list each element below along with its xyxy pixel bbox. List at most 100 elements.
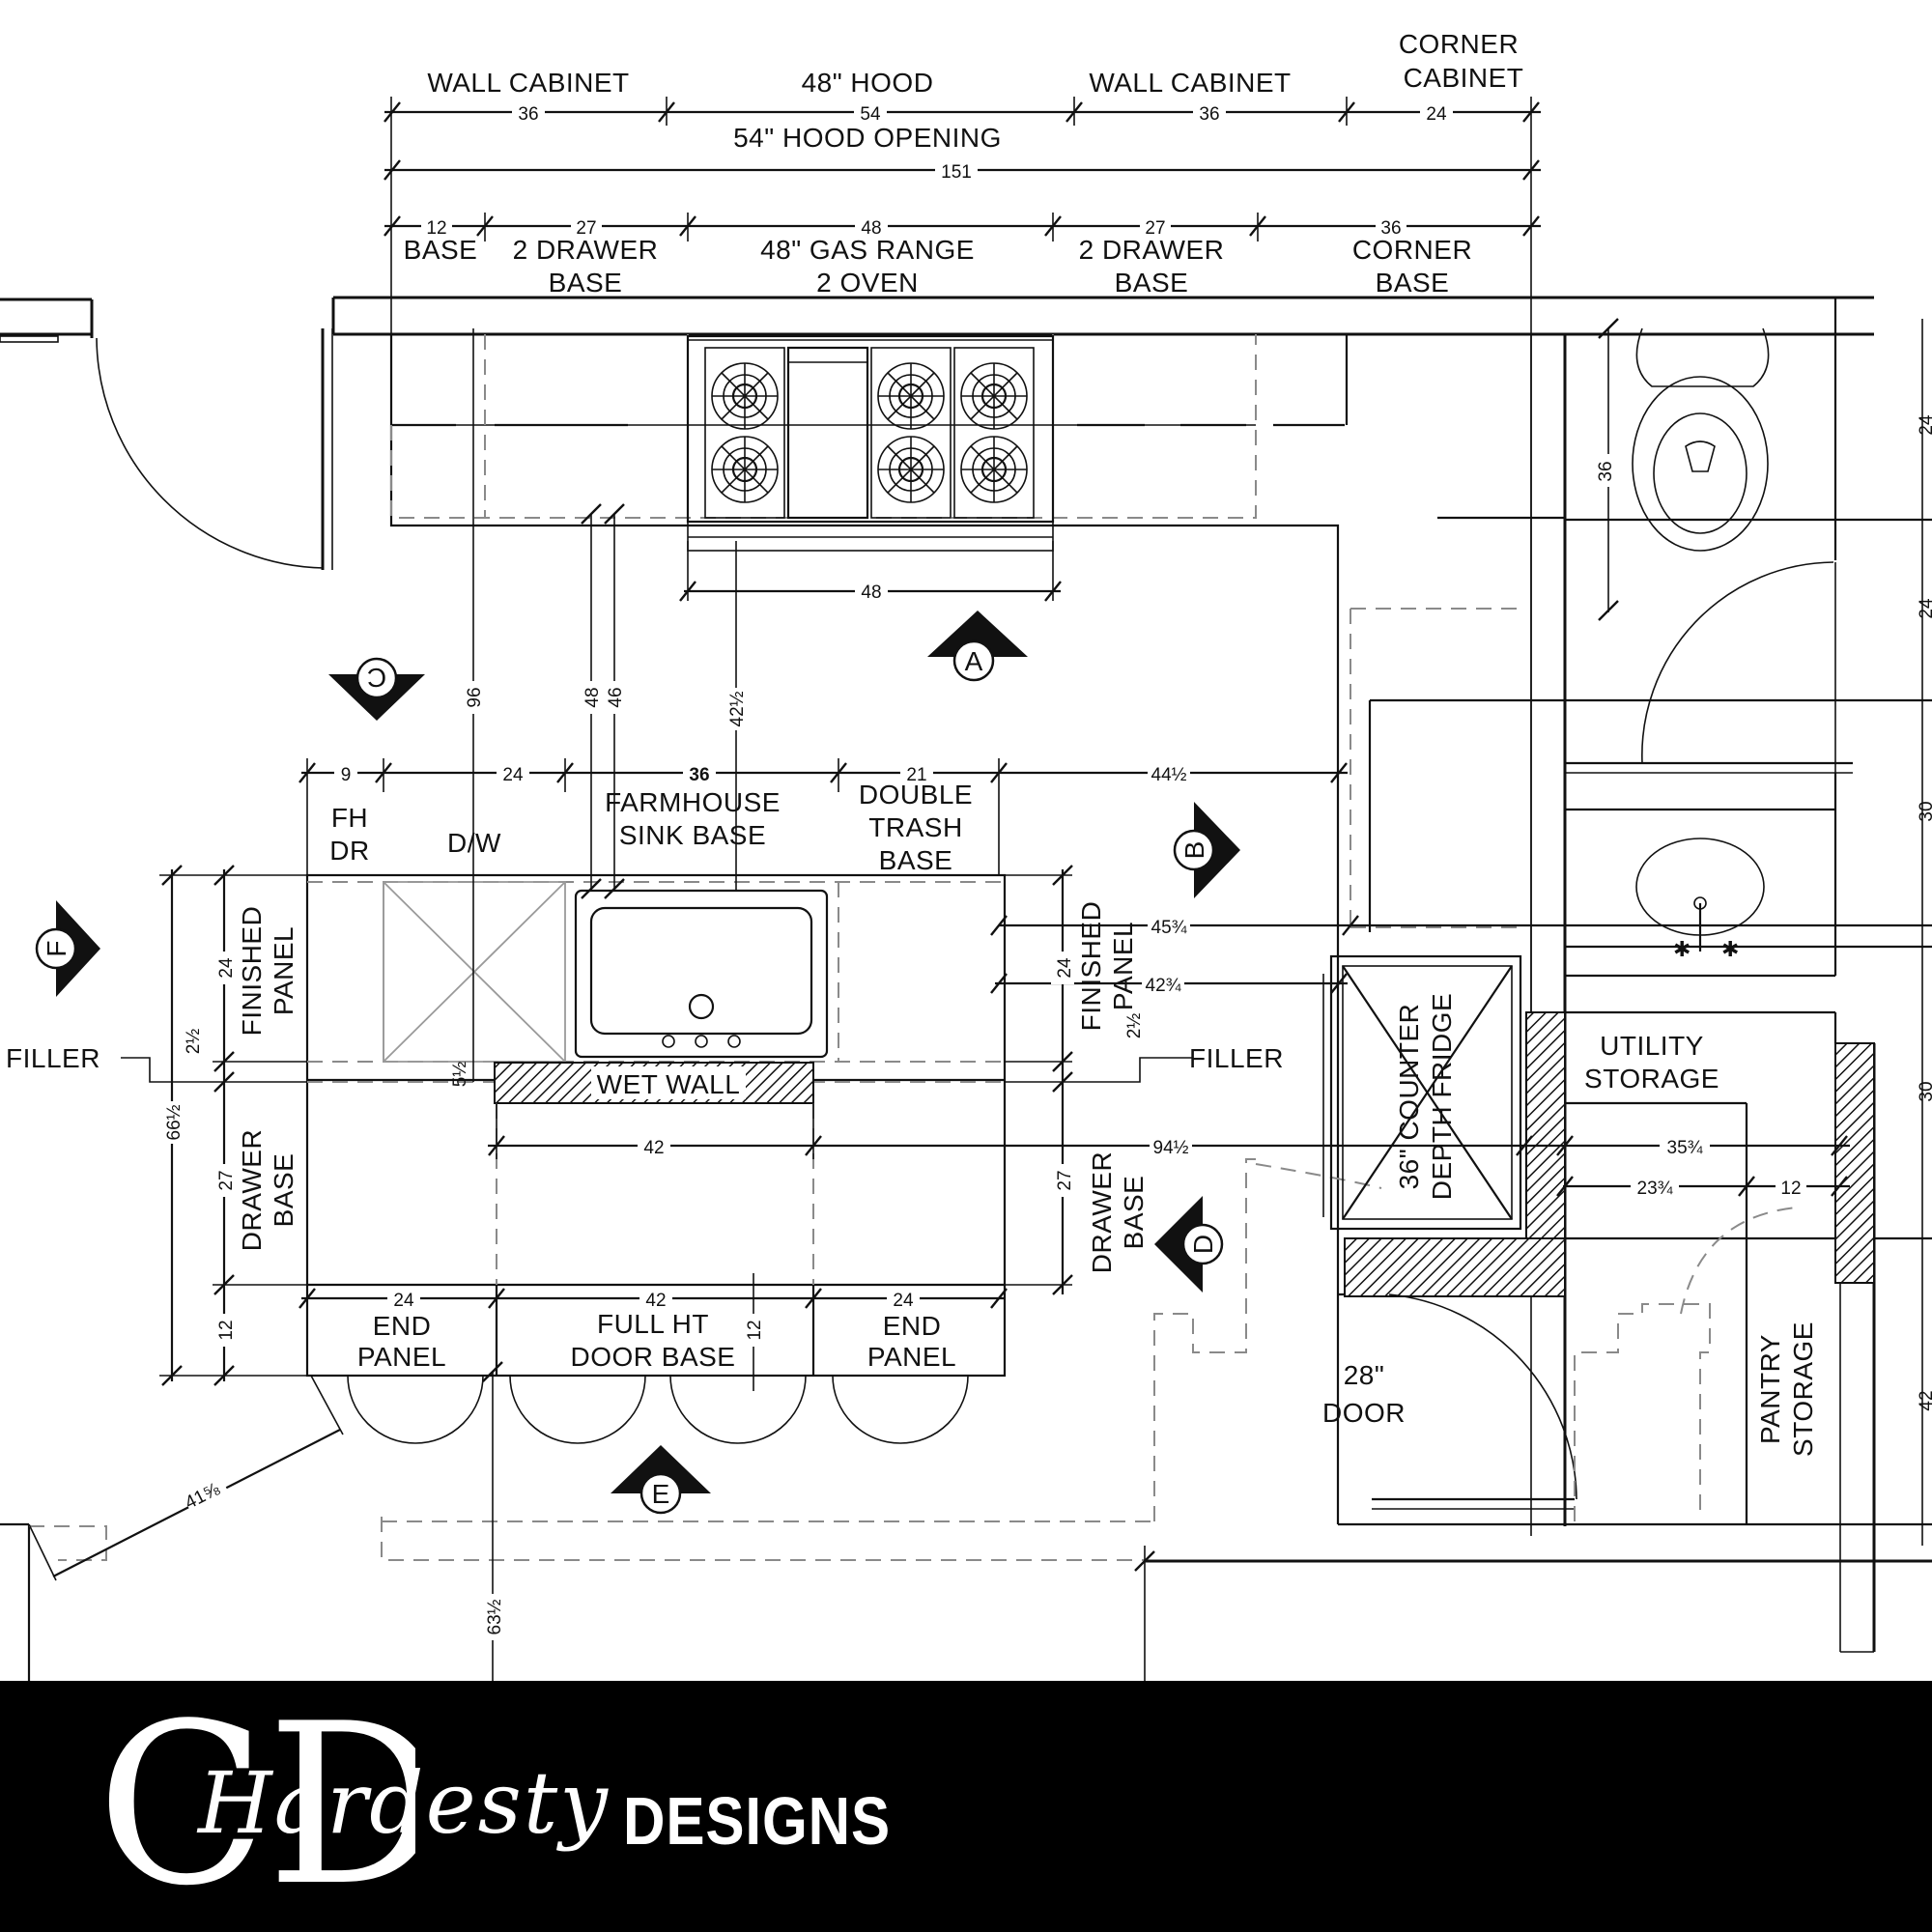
dim-end-panel-left: 24 bbox=[393, 1291, 414, 1311]
dim-finished-panel-right: 24 bbox=[1055, 957, 1075, 979]
faucet-handle-left-icon: ✱ bbox=[1673, 937, 1690, 961]
label-end-panel-right-1: END bbox=[883, 1311, 942, 1341]
label-utility-2: STORAGE bbox=[1584, 1064, 1719, 1094]
label-base: BASE bbox=[404, 235, 478, 265]
dim-45-3q: 45¾ bbox=[1151, 918, 1188, 938]
label-fridge-1: 36" COUNTER bbox=[1394, 1004, 1424, 1190]
elevation-marker-f: F bbox=[35, 900, 100, 997]
label-drawer-base-right-2: BASE bbox=[1119, 1176, 1149, 1250]
dim-filler-left: 2½ bbox=[184, 1029, 204, 1055]
label-end-panel-left-1: END bbox=[373, 1311, 432, 1341]
dim-base: 12 bbox=[426, 218, 446, 239]
dim-sink-base: 36 bbox=[689, 765, 709, 785]
dim-96: 96 bbox=[465, 687, 485, 707]
dim-dw: 24 bbox=[502, 765, 524, 785]
island-labels: FH DR D/W FARMHOUSE SINK BASE DOUBLE TRA… bbox=[6, 780, 1284, 1372]
dim-double-trash: 21 bbox=[906, 765, 926, 785]
elevation-marker-a: A bbox=[927, 611, 1028, 682]
top-dimension-lines: 36 54 36 24 151 12 27 48 27 36 bbox=[384, 97, 1541, 1101]
label-drawer-base-left-2: BASE bbox=[269, 1153, 298, 1228]
dim-94-half: 94½ bbox=[1153, 1138, 1189, 1158]
svg-text:F: F bbox=[42, 940, 71, 956]
toilet: 36 bbox=[1592, 318, 1770, 621]
elevation-marker-b: B bbox=[1173, 802, 1240, 898]
dim-toilet-depth: 36 bbox=[1596, 461, 1616, 481]
dim-gas-range: 48 bbox=[861, 218, 881, 239]
label-fh-dr-1: FH bbox=[331, 803, 368, 833]
label-fh-dr-2: DR bbox=[329, 836, 369, 866]
svg-text:CD: CD bbox=[97, 1708, 415, 1901]
dim-edge-42: 42 bbox=[1917, 1390, 1932, 1410]
label-filler-left: FILLER bbox=[6, 1043, 100, 1073]
dim-66-half: 66½ bbox=[164, 1104, 185, 1140]
faucet-handle-right-icon: ✱ bbox=[1721, 937, 1739, 961]
label-2-drawer-base-left-1: 2 DRAWER bbox=[513, 235, 659, 265]
bath-sink: ✱ ✱ bbox=[1635, 838, 1765, 961]
label-hood: 48" HOOD bbox=[802, 68, 934, 98]
island bbox=[305, 873, 1007, 1444]
elevation-marker-d: D bbox=[1154, 1196, 1224, 1293]
dim-hood: 54 bbox=[860, 104, 881, 125]
cd-monogram-logo: CD bbox=[97, 1708, 415, 1901]
counter-depth-fridge: 36" COUNTER DEPTH FRIDGE bbox=[1322, 954, 1522, 1231]
svg-text:D: D bbox=[1188, 1235, 1218, 1254]
dim-island-to-counter: 44½ bbox=[1151, 765, 1187, 785]
dim-edge-30-b: 30 bbox=[1917, 1081, 1932, 1101]
dim-wet-wall-depth: 5½ bbox=[450, 1062, 470, 1088]
label-corner-cabinet-1: CORNER bbox=[1399, 29, 1519, 59]
dim-corner-cabinet: 24 bbox=[1426, 104, 1447, 125]
dim-wall-cabinet-right: 36 bbox=[1199, 104, 1219, 125]
dim-edge-24-a: 24 bbox=[1917, 414, 1932, 436]
label-pantry-2: STORAGE bbox=[1788, 1321, 1818, 1457]
kitchen-floor-plan: 36 54 36 24 151 12 27 48 27 36 WALL CABI… bbox=[0, 29, 1932, 1681]
dim-42-3q: 42¾ bbox=[1146, 976, 1182, 996]
dim-12-pantry: 12 bbox=[1780, 1179, 1801, 1199]
label-double-trash-1: DOUBLE bbox=[859, 780, 973, 810]
dim-63-half: 63½ bbox=[485, 1599, 505, 1634]
label-wall-cabinet-left: WALL CABINET bbox=[427, 68, 629, 98]
svg-text:C: C bbox=[367, 663, 386, 693]
label-end-panel-right-2: PANEL bbox=[867, 1342, 956, 1372]
logo-script-hardesty: Hardesty bbox=[198, 1753, 610, 1853]
label-utility-1: UTILITY bbox=[1600, 1031, 1704, 1061]
dim-full-ht-depth: 12 bbox=[745, 1320, 765, 1340]
svg-text:B: B bbox=[1179, 841, 1209, 860]
dim-drawer-base-right: 27 bbox=[1055, 1170, 1075, 1190]
logo-word-designs: DESIGNS bbox=[623, 1783, 891, 1859]
dim-corner-base: 36 bbox=[1380, 218, 1401, 239]
right-edge-dims: 24 24 30 30 42 bbox=[1917, 319, 1932, 1546]
dim-wall-cabinet-left: 36 bbox=[518, 104, 538, 125]
island-dimensions: 9 24 36 21 44½ 96 48 46 42½ 45¾ 42¾ bbox=[28, 328, 1932, 1681]
cabinet-labels-top: WALL CABINET 48" HOOD WALL CABINET CORNE… bbox=[404, 29, 1523, 298]
label-2-drawer-base-right-1: 2 DRAWER bbox=[1079, 235, 1225, 265]
label-gas-range-2: 2 OVEN bbox=[816, 268, 919, 298]
label-2-drawer-base-right-2: BASE bbox=[1115, 268, 1189, 298]
label-2-drawer-base-left-2: BASE bbox=[549, 268, 623, 298]
label-end-panel-left-2: PANEL bbox=[357, 1342, 446, 1372]
elevation-marker-e: E bbox=[611, 1445, 711, 1515]
label-full-ht-1: FULL HT bbox=[597, 1309, 709, 1339]
label-gas-range-1: 48" GAS RANGE bbox=[760, 235, 975, 265]
label-drawer-base-right-1: DRAWER bbox=[1087, 1151, 1117, 1273]
label-door-2: DOOR bbox=[1322, 1398, 1406, 1428]
label-drawer-base-left-1: DRAWER bbox=[237, 1129, 267, 1251]
dim-42-half: 42½ bbox=[727, 691, 748, 726]
dim-wet-wall-width: 42 bbox=[643, 1138, 664, 1158]
label-finished-panel-left-2: PANEL bbox=[269, 926, 298, 1015]
label-door-1: 28" bbox=[1344, 1360, 1385, 1390]
dim-end-panel-right: 24 bbox=[893, 1291, 914, 1311]
label-filler-right: FILLER bbox=[1189, 1043, 1284, 1073]
dim-46-sink: 46 bbox=[606, 687, 626, 707]
label-corner-base-2: BASE bbox=[1376, 268, 1450, 298]
dim-fh-dr: 9 bbox=[341, 765, 352, 785]
dim-finished-panel-left: 24 bbox=[216, 957, 237, 979]
svg-text:A: A bbox=[965, 646, 983, 676]
dim-filler-right: 2½ bbox=[1124, 1013, 1145, 1039]
elevation-marker-c: C bbox=[328, 657, 425, 721]
dim-2-drawer-base-right: 27 bbox=[1145, 218, 1165, 239]
label-fridge-2: DEPTH FRIDGE bbox=[1427, 993, 1457, 1200]
label-finished-panel-right-2: PANEL bbox=[1108, 922, 1138, 1010]
dim-end-panel-left-depth: 12 bbox=[216, 1320, 237, 1340]
label-wall-cabinet-right: WALL CABINET bbox=[1089, 68, 1291, 98]
label-farmhouse-1: FARMHOUSE bbox=[605, 787, 781, 817]
